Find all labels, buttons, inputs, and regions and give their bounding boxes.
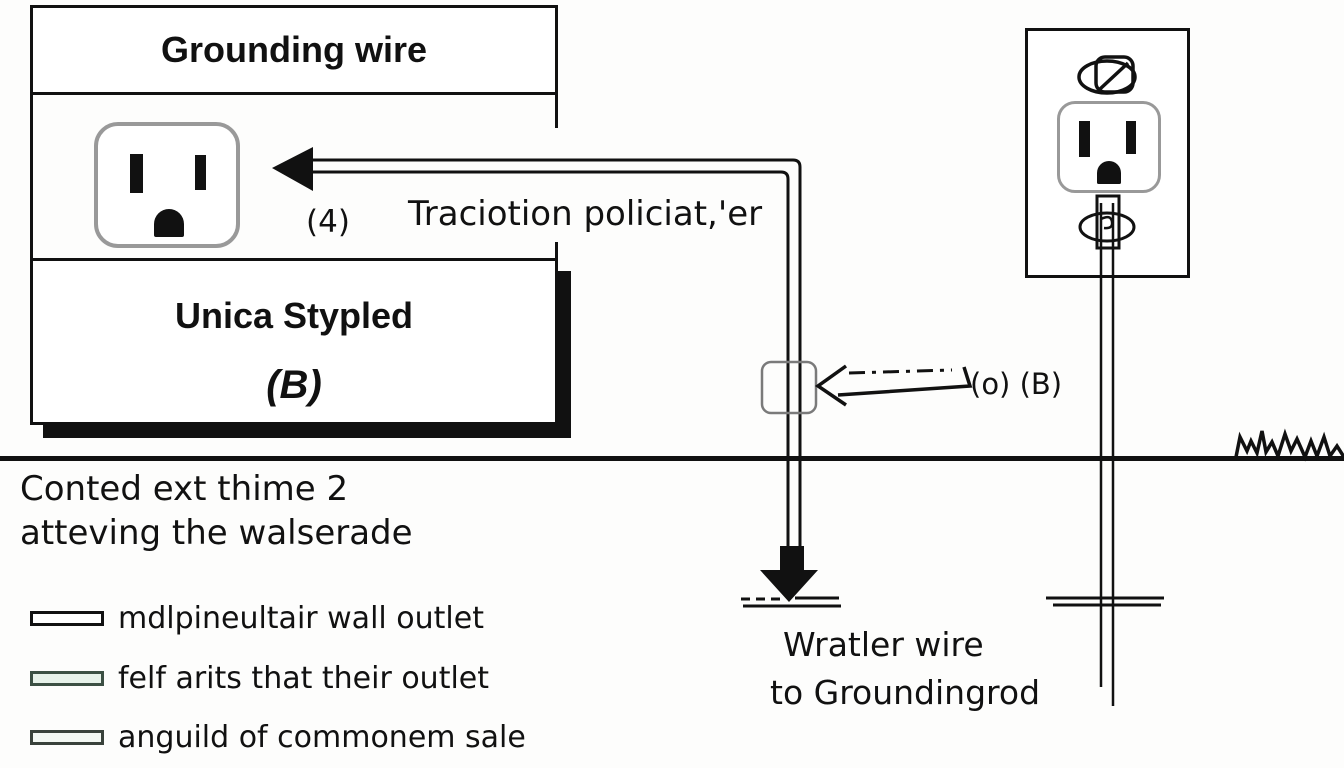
pointer-label: Traciotion policiat,'er (408, 194, 763, 234)
outlet-slot-right-icon (195, 155, 206, 190)
junction-label: (o) (B) (970, 367, 1063, 401)
wall-outlet-icon-right (1057, 101, 1161, 193)
pointer-number-label: (4) (306, 204, 350, 240)
ground-rod-wire (1099, 203, 1115, 706)
unica-box-line2: (B) (266, 363, 322, 407)
outlet-slot-right-icon (1126, 121, 1136, 154)
legend-label: anguild of commonem sale (118, 719, 526, 755)
legend-swatch-icon (30, 610, 104, 626)
right-ground-marker-icon (1046, 596, 1164, 607)
legend-label: felf arits that their outlet (118, 660, 490, 696)
unica-box-line1: Unica Stypled (174, 295, 414, 336)
grounding-wire-box: Grounding wire (30, 5, 558, 95)
grass-zigzag-icon (1234, 428, 1344, 462)
left-arrowhead-icon (272, 147, 313, 191)
wire-note-line2: to Groundingrod (770, 673, 1041, 712)
wire-note-line1: Wratler wire (783, 625, 984, 664)
legend-item: anguild of commonem sale (30, 717, 526, 757)
outlet-ground-hole-icon (1097, 161, 1121, 184)
legend-item: felf arits that their outlet (30, 658, 489, 698)
legend-item: mdlpineultair wall outlet (30, 598, 484, 638)
outlet-slot-left-icon (1079, 121, 1090, 157)
legend-label: mdlpineultair wall outlet (118, 600, 484, 636)
unica-box: Unica Stypled (B) (30, 258, 558, 425)
down-arrow-icon (760, 546, 818, 602)
legend-swatch-icon (30, 670, 104, 686)
junction-pointer-arrow-icon (814, 364, 973, 407)
ground-line (0, 456, 1344, 461)
junction-box-icon (760, 360, 818, 415)
ground-note-line1: Conted ext thime 2 (20, 469, 349, 509)
legend-swatch-icon (30, 729, 104, 745)
wall-outlet-icon-left (94, 122, 240, 248)
outlet-slot-left-icon (130, 154, 143, 193)
mid-ground-marker-icon (741, 596, 841, 608)
grounding-wire-title: Grounding wire (161, 29, 427, 70)
ground-note-line2: atteving the walserade (20, 513, 413, 553)
outlet-ground-hole-icon (154, 209, 184, 237)
